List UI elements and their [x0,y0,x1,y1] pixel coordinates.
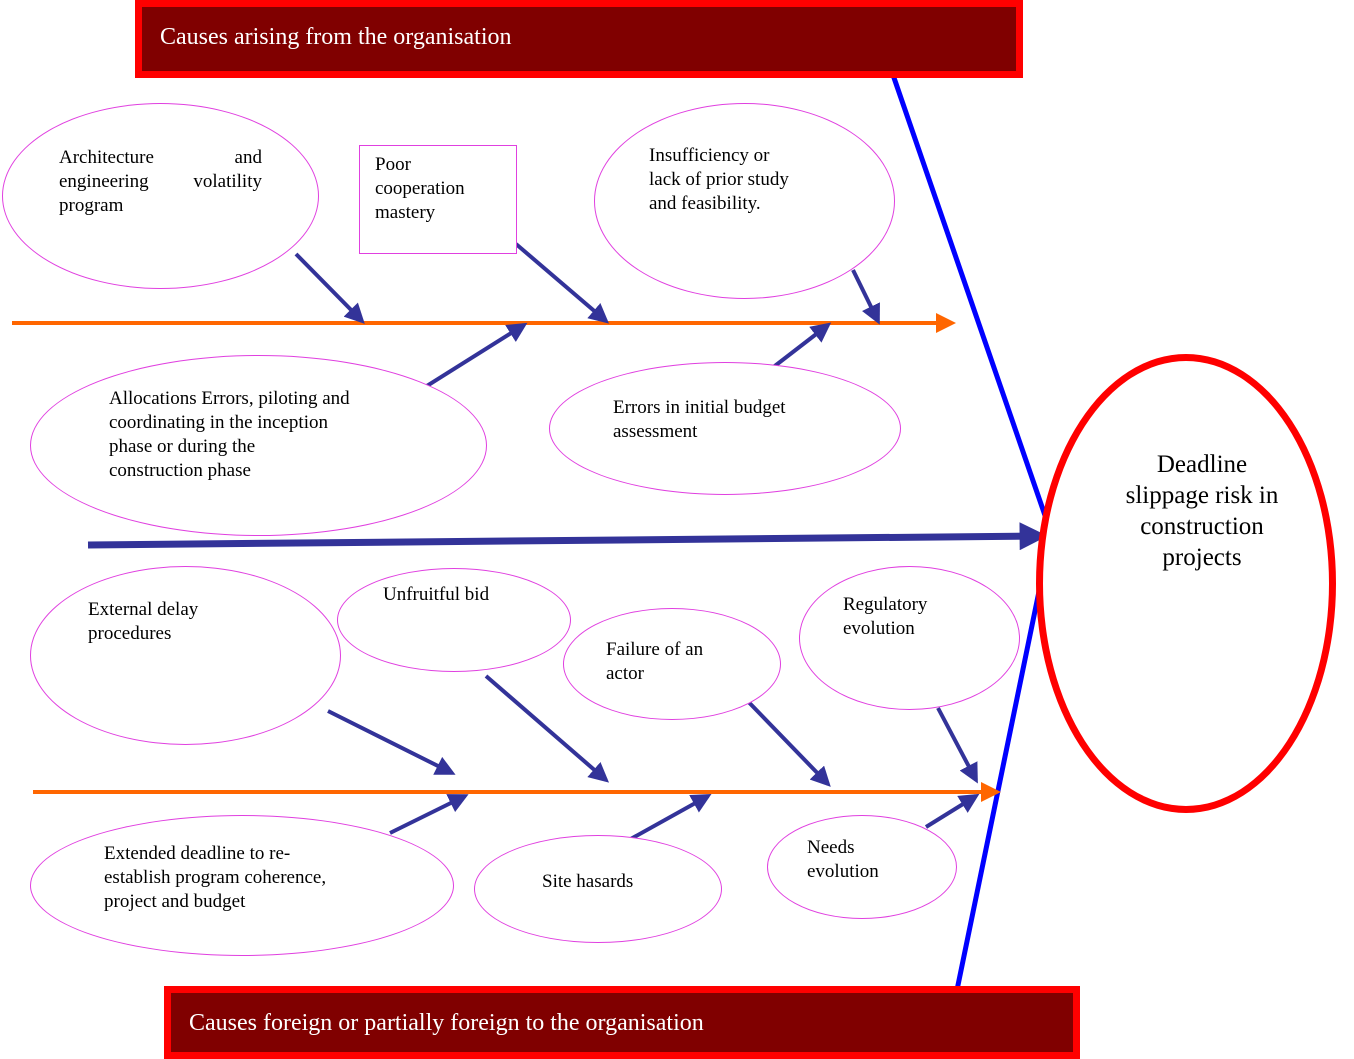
cause-arrow [924,793,980,829]
cause-label-external-delay: External delay procedures [88,599,199,644]
cause-external-delay [30,566,341,745]
cause-arrow [389,794,469,835]
cause-label-architecture: Architecture and engineering volatility … [59,147,262,216]
effect-label: Deadline slippage risk in construction p… [1125,451,1279,571]
effect-oval [1036,354,1336,813]
cause-arrow [420,322,528,391]
cause-arrow [294,252,365,324]
cause-arrow [514,242,610,324]
category-title-organisation: Causes arising from the organisation [160,24,512,50]
cause-label-needs: Needs evolution [807,837,879,882]
cause-label-site: Site hasards [542,871,634,892]
cause-budget [549,362,901,495]
cause-label-failure: Failure of an actor [606,639,704,684]
cause-site [474,835,722,943]
cause-arrow [733,686,831,787]
cause-label-unfruitful: Unfruitful bid [383,584,490,605]
cause-label-regulatory: Regulatory evolution [843,594,928,639]
cause-architecture [2,103,319,289]
cause-regulatory [799,566,1020,710]
category-banner-foreign: Causes foreign or partially foreign to t… [164,986,1080,1059]
cause-needs [767,815,957,919]
cause-label-extended: Extended deadline to re- establish progr… [104,843,327,912]
cause-arrow [327,709,456,775]
cause-failure [563,608,781,720]
main-arrow [87,522,1048,551]
cause-label-allocations: Allocations Errors, piloting and coordin… [109,388,350,481]
cause-extended [30,815,454,956]
cause-arrow [484,674,610,783]
category-title-foreign: Causes foreign or partially foreign to t… [189,1010,704,1036]
cause-arrow [936,707,978,784]
cause-label-poor-cooperation: Poor cooperation mastery [375,154,465,223]
cause-label-budget: Errors in initial budget assessment [613,397,786,442]
category-banner-organisation: Causes arising from the organisation [135,0,1023,78]
spine-lower [954,537,1053,991]
cause-poor-cooperation [359,145,517,254]
cause-unfruitful [337,568,571,672]
cause-insufficiency [594,103,895,299]
cause-allocations [30,355,487,536]
cause-label-insufficiency: Insufficiency or lack of prior study and… [649,145,789,214]
cause-arrow [851,269,880,325]
spine-upper [889,71,1053,531]
